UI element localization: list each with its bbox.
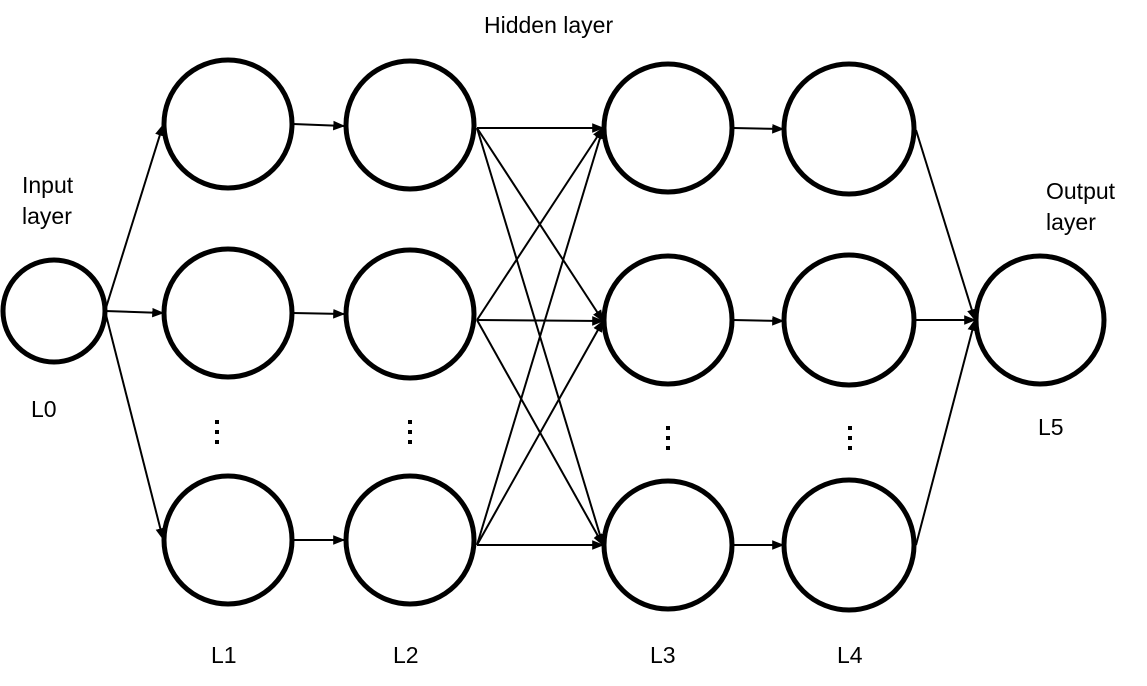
node-l4-mid bbox=[781, 252, 917, 388]
node-l3-top bbox=[601, 61, 735, 195]
layer-label-l1: L1 bbox=[211, 642, 237, 668]
edge-l2-l3 bbox=[476, 319, 604, 546]
edges bbox=[104, 120, 977, 550]
layer-label-l4: L4 bbox=[837, 642, 863, 668]
edge-l2-l3 bbox=[476, 126, 604, 321]
edge-l1-l2-mid bbox=[292, 308, 346, 319]
input-layer-label-line2: layer bbox=[22, 203, 72, 229]
edge-l2-l3 bbox=[476, 316, 605, 326]
ellipsis-l4 bbox=[848, 426, 852, 450]
input-layer-label-line1: Input bbox=[22, 172, 74, 198]
node-l2-mid bbox=[343, 247, 477, 381]
layer-label-l3: L3 bbox=[650, 642, 676, 668]
node-l1-top bbox=[161, 57, 295, 191]
edge-l1-l2-top bbox=[292, 120, 346, 131]
edge-l4-l5-bottom bbox=[915, 318, 977, 546]
node-l1-mid bbox=[161, 246, 295, 380]
edge-l0-l1-bottom bbox=[104, 310, 165, 541]
node-l2-top bbox=[343, 58, 477, 192]
ellipsis-l3 bbox=[666, 426, 670, 450]
ellipsis-dots bbox=[215, 420, 852, 450]
ellipsis-l2 bbox=[408, 420, 412, 444]
node-l4-bottom bbox=[781, 477, 917, 613]
node-l2-bottom bbox=[343, 473, 477, 607]
edge-l4-l5-top bbox=[915, 129, 977, 322]
layer-label-l2: L2 bbox=[393, 642, 419, 668]
ellipsis-l1 bbox=[215, 420, 219, 444]
edge-l2-l3 bbox=[476, 126, 605, 546]
node-l5 bbox=[973, 253, 1107, 387]
output-layer-label-line2: layer bbox=[1046, 209, 1096, 235]
labels: Hidden layer Input layer Output layer L0… bbox=[22, 12, 1116, 668]
edge-l0-l1-top bbox=[104, 123, 165, 312]
edge-l0-l1-mid bbox=[104, 307, 165, 318]
edge-l3-l4-top bbox=[732, 123, 785, 134]
layer-label-l5: L5 bbox=[1038, 414, 1064, 440]
node-l4-top bbox=[781, 61, 917, 197]
hidden-layer-title: Hidden layer bbox=[484, 12, 613, 38]
node-l3-bottom bbox=[601, 478, 735, 612]
node-l1-bottom bbox=[161, 473, 295, 607]
layer-label-l0: L0 bbox=[31, 396, 57, 422]
node-l0 bbox=[0, 257, 108, 365]
nodes bbox=[0, 57, 1107, 613]
node-l3-mid bbox=[601, 253, 735, 387]
output-layer-label-line1: Output bbox=[1046, 178, 1116, 204]
edge-l3-l4-mid bbox=[732, 315, 785, 326]
